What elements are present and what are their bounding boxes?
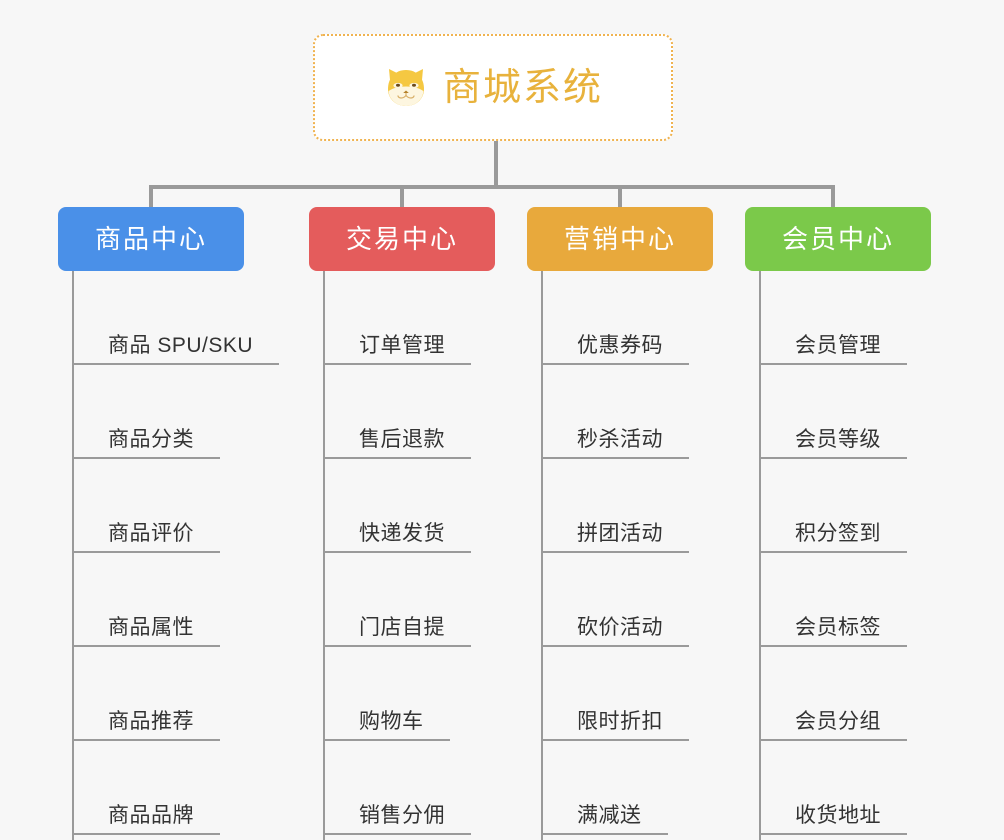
leaf-label: 商品品牌	[108, 803, 194, 827]
leaf-label: 商品推荐	[108, 709, 194, 733]
root-node[interactable]: 商城系统	[313, 34, 673, 141]
category-label-0: 商品中心	[94, 224, 207, 254]
leaf-label: 售后退款	[359, 427, 445, 451]
leaf-label: 会员管理	[795, 333, 881, 357]
leaf-label: 购物车	[359, 709, 424, 733]
leaf-item[interactable]: 商品属性	[74, 553, 278, 647]
leaf-item[interactable]: 收货地址	[761, 741, 965, 835]
leaf-label: 门店自提	[359, 615, 445, 639]
root-title: 商城系统	[442, 66, 603, 109]
leaf-list-1: 订单管理 售后退款 快递发货 门店自提 购物车 销售分佣	[323, 271, 529, 840]
leaf-list-2: 优惠券码 秒杀活动 拼团活动 砍价活动 限时折扣 满减送	[541, 271, 747, 840]
leaf-item[interactable]: 订单管理	[325, 271, 529, 365]
leaf-label: 秒杀活动	[577, 427, 663, 451]
leaf-item[interactable]: 售后退款	[325, 365, 529, 459]
leaf-item[interactable]: 优惠券码	[543, 271, 747, 365]
category-column-交易中心: 交易中心 订单管理 售后退款 快递发货 门店自提 购物车 销售分佣	[309, 207, 529, 840]
leaf-item[interactable]: 会员等级	[761, 365, 965, 459]
leaf-label: 收货地址	[795, 803, 881, 827]
leaf-label: 砍价活动	[577, 615, 663, 639]
connector-drop-2	[618, 185, 622, 209]
leaf-label: 拼团活动	[577, 521, 663, 545]
shiba-dog-face-icon	[383, 65, 429, 111]
leaf-item[interactable]: 购物车	[325, 647, 529, 741]
category-label-2: 营销中心	[563, 224, 676, 254]
leaf-label: 商品 SPU/SKU	[108, 333, 254, 357]
leaf-item[interactable]: 限时折扣	[543, 647, 747, 741]
leaf-item[interactable]: 会员管理	[761, 271, 965, 365]
category-box-2[interactable]: 营销中心	[527, 207, 713, 271]
category-box-3[interactable]: 会员中心	[745, 207, 931, 271]
leaf-label: 会员标签	[795, 615, 881, 639]
leaf-label: 商品分类	[108, 427, 194, 451]
category-columns: 商品中心 商品 SPU/SKU 商品分类 商品评价 商品属性 商品推荐 商品品牌…	[0, 207, 1004, 840]
leaf-item[interactable]: 积分签到	[761, 459, 965, 553]
leaf-item[interactable]: 销售分佣	[325, 741, 529, 835]
connector-stem	[494, 141, 498, 187]
leaf-list-3: 会员管理 会员等级 积分签到 会员标签 会员分组 收货地址	[759, 271, 965, 840]
leaf-label: 订单管理	[359, 333, 445, 357]
category-box-1[interactable]: 交易中心	[309, 207, 495, 271]
leaf-item[interactable]: 商品 SPU/SKU	[74, 271, 280, 365]
leaf-label: 商品评价	[108, 521, 194, 545]
connector-drop-0	[149, 185, 153, 209]
category-column-商品中心: 商品中心 商品 SPU/SKU 商品分类 商品评价 商品属性 商品推荐 商品品牌	[58, 207, 280, 840]
category-label-1: 交易中心	[345, 224, 458, 254]
leaf-item[interactable]: 商品评价	[74, 459, 278, 553]
leaf-label: 积分签到	[795, 521, 881, 545]
leaf-item[interactable]: 商品推荐	[74, 647, 278, 741]
leaf-item[interactable]: 拼团活动	[543, 459, 747, 553]
leaf-item[interactable]: 秒杀活动	[543, 365, 747, 459]
leaf-label: 满减送	[577, 803, 642, 827]
leaf-label: 优惠券码	[577, 333, 663, 357]
category-box-0[interactable]: 商品中心	[58, 207, 244, 271]
leaf-item[interactable]: 门店自提	[325, 553, 529, 647]
leaf-label: 商品属性	[108, 615, 194, 639]
leaf-label: 快递发货	[359, 521, 445, 545]
category-label-3: 会员中心	[781, 224, 894, 254]
connector-drop-3	[831, 185, 835, 209]
category-column-会员中心: 会员中心 会员管理 会员等级 积分签到 会员标签 会员分组 收货地址	[745, 207, 965, 840]
leaf-item[interactable]: 会员分组	[761, 647, 965, 741]
leaf-label: 会员分组	[795, 709, 881, 733]
leaf-label: 限时折扣	[577, 709, 663, 733]
leaf-item[interactable]: 快递发货	[325, 459, 529, 553]
leaf-item[interactable]: 会员标签	[761, 553, 965, 647]
leaf-item[interactable]: 商品品牌	[74, 741, 278, 835]
leaf-item[interactable]: 砍价活动	[543, 553, 747, 647]
connector-drop-1	[400, 185, 404, 209]
leaf-label: 会员等级	[795, 427, 881, 451]
leaf-label: 销售分佣	[359, 803, 445, 827]
leaf-item[interactable]: 满减送	[543, 741, 747, 835]
leaf-list-0: 商品 SPU/SKU 商品分类 商品评价 商品属性 商品推荐 商品品牌	[72, 271, 280, 840]
leaf-item[interactable]: 商品分类	[74, 365, 278, 459]
connector-bus	[149, 185, 835, 189]
category-column-营销中心: 营销中心 优惠券码 秒杀活动 拼团活动 砍价活动 限时折扣 满减送	[527, 207, 747, 840]
